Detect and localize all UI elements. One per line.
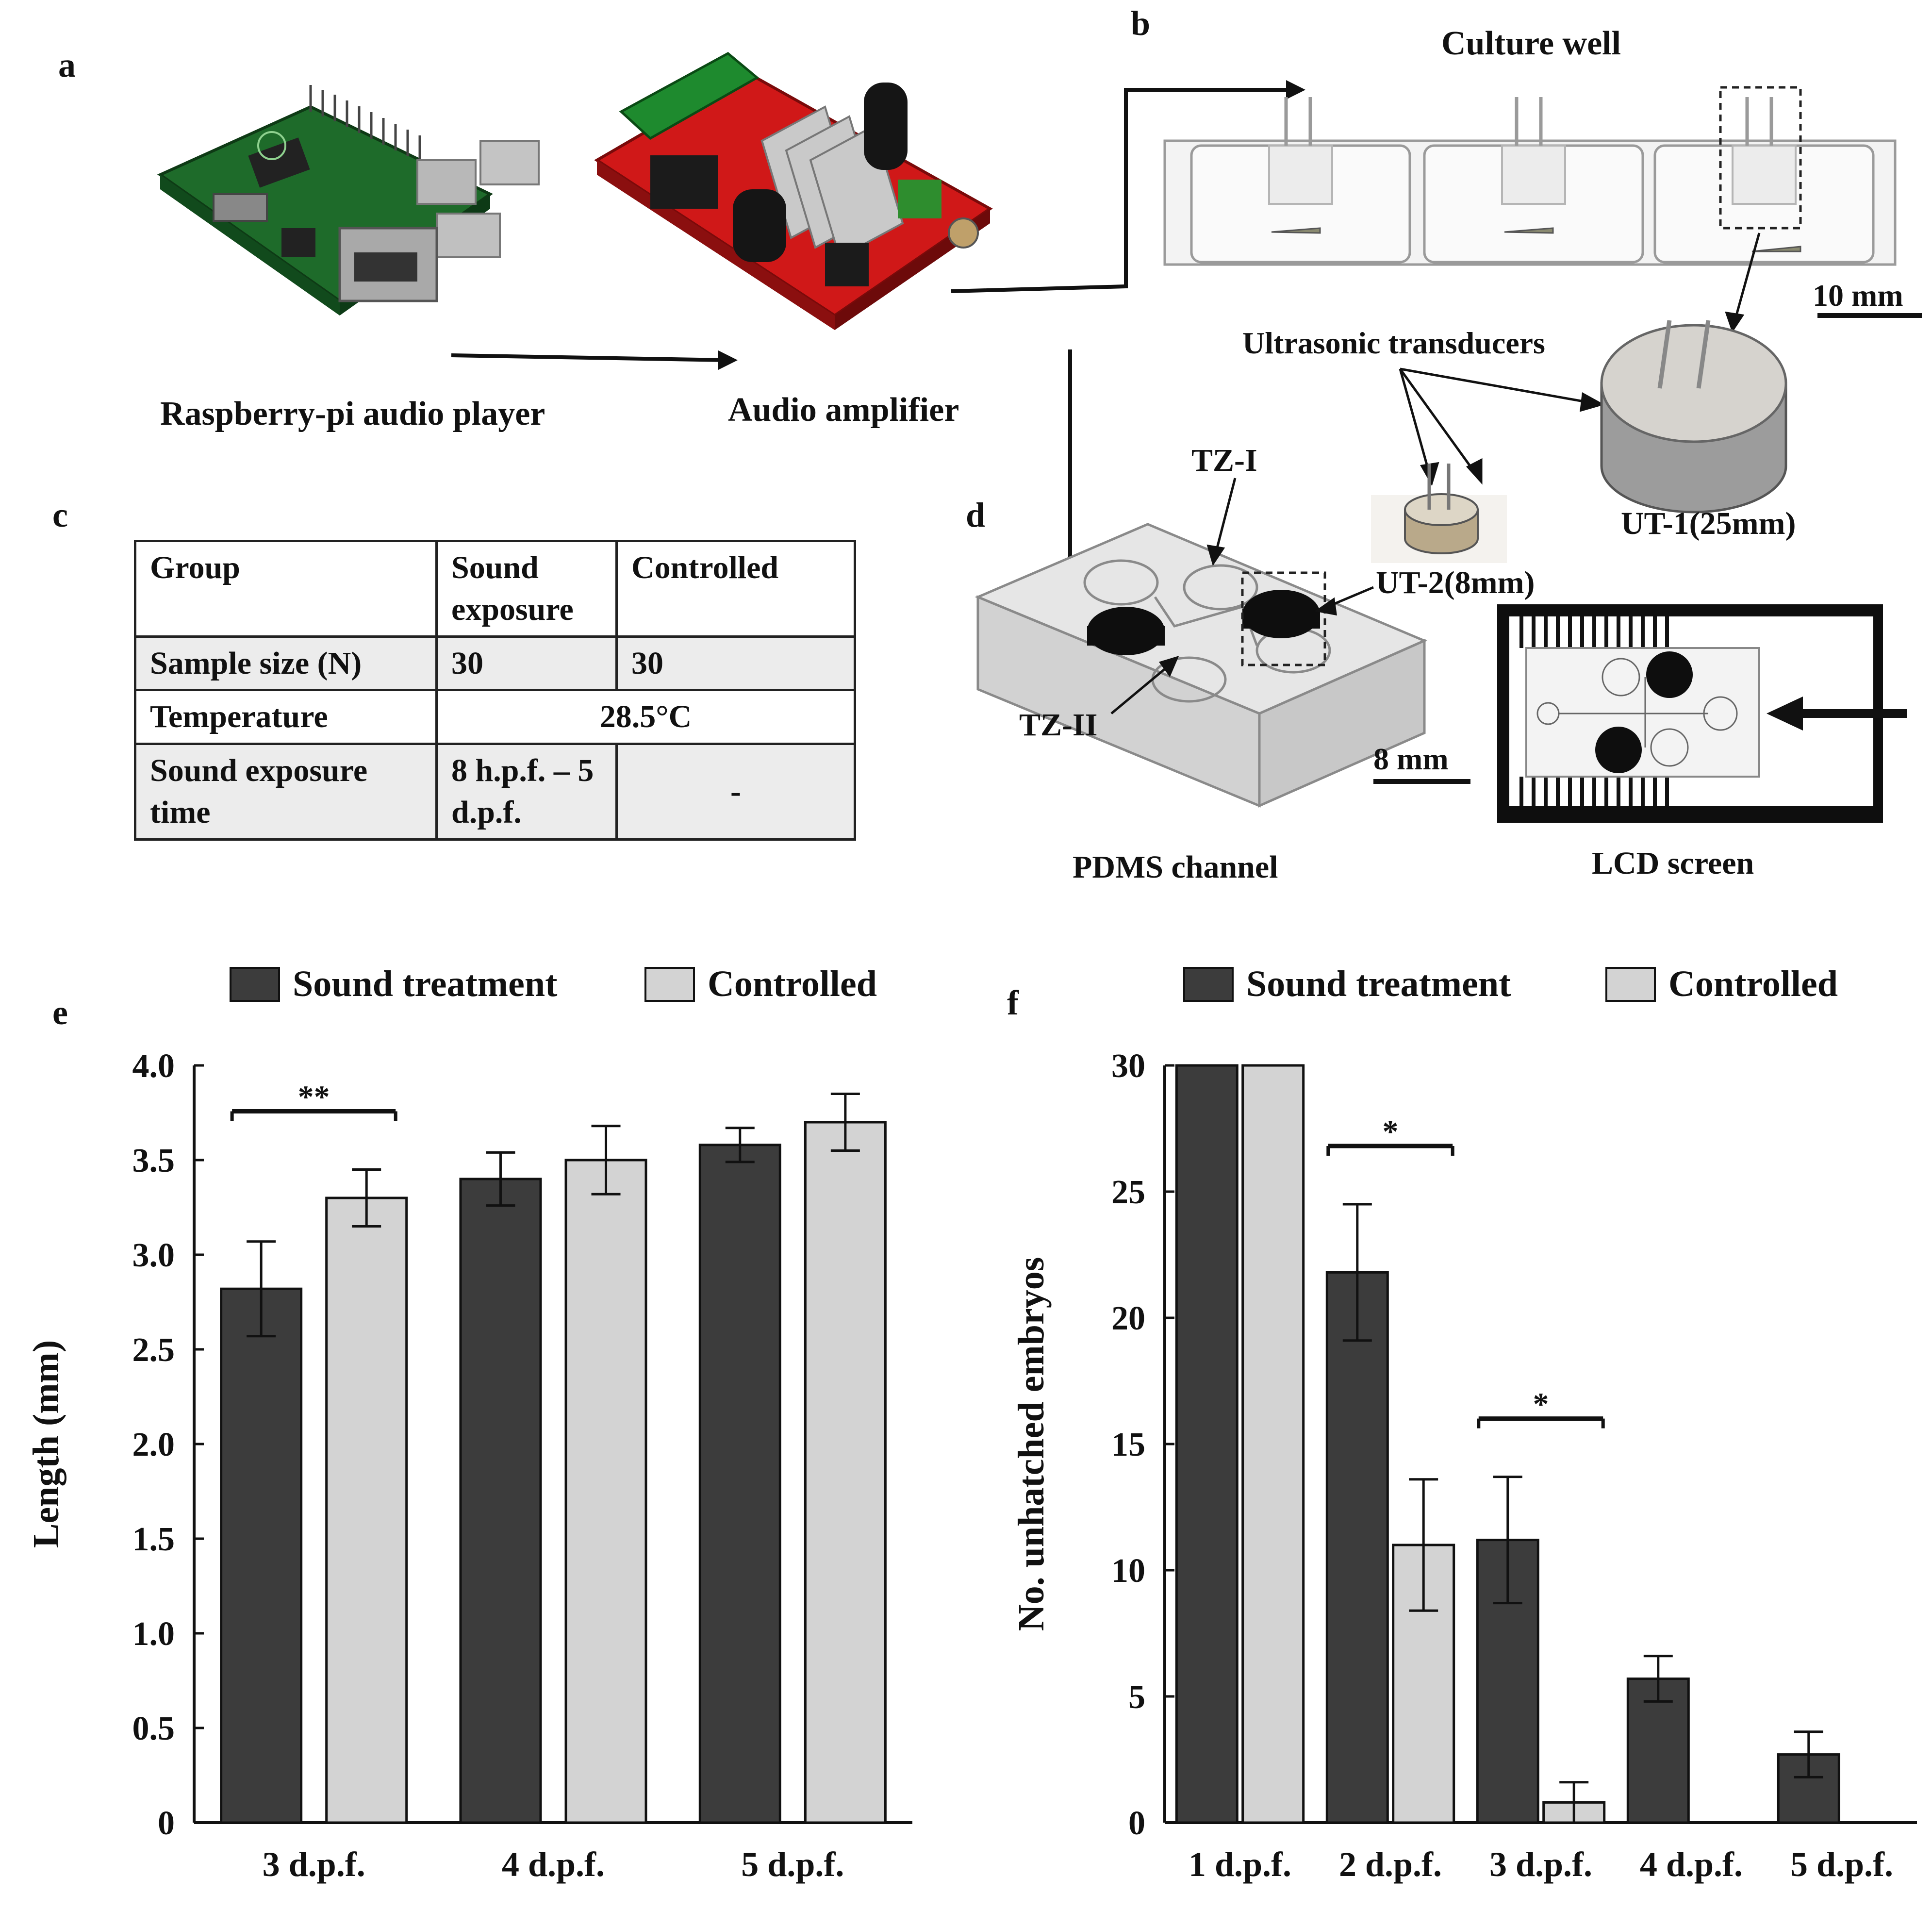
audio-amplifier-illustration xyxy=(594,51,993,330)
legend-swatch xyxy=(644,967,695,1002)
table-cell-label: Temperature xyxy=(134,689,438,746)
table-cell-label: Sound exposure time xyxy=(134,743,438,841)
scale-bar-8mm: 8 mm xyxy=(1373,742,1470,784)
ut2-transducer xyxy=(1371,464,1507,563)
bar xyxy=(698,1144,781,1824)
bar xyxy=(804,1121,887,1824)
y-tick-label: 10 xyxy=(1111,1552,1145,1590)
bar xyxy=(1325,1271,1389,1824)
table-cell-control: 30 xyxy=(615,635,856,692)
significance-label: * xyxy=(1383,1114,1399,1149)
scale-bar-10mm-label: 10 mm xyxy=(1813,278,1903,313)
x-tick-label: 1 d.p.f. xyxy=(1189,1845,1291,1884)
scale-bar-10mm: 10 mm xyxy=(1813,278,1922,318)
culture-well-plate xyxy=(1163,86,1897,266)
ut2-label: UT-2(8mm) xyxy=(1376,565,1535,600)
significance-label: ** xyxy=(298,1080,330,1115)
table-cell-sound: 30 xyxy=(435,635,618,692)
y-tick-label: 0.5 xyxy=(132,1710,175,1747)
legend-label: Controlled xyxy=(1668,963,1838,1004)
x-tick-label: 5 d.p.f. xyxy=(1790,1845,1893,1884)
culture-well-label: Culture well xyxy=(1441,25,1621,62)
table-cell-sound: 8 h.p.f. – 5 d.p.f. xyxy=(435,743,618,841)
y-tick-label: 1.0 xyxy=(132,1615,175,1653)
table-header-sound: Sound exposure xyxy=(435,540,618,638)
y-tick-label: 30 xyxy=(1111,1047,1145,1085)
group-table: Group Sound exposure Controlled Sample s… xyxy=(134,540,856,841)
lcd-screen-label: LCD screen xyxy=(1592,846,1754,881)
y-tick-label: 1.5 xyxy=(132,1521,175,1558)
table-row: Temperature 28.5°C xyxy=(134,689,856,746)
tz1-label: TZ-I xyxy=(1191,443,1257,478)
panel-label-e: e xyxy=(52,993,68,1032)
legend-swatch xyxy=(230,967,280,1002)
significance-label: * xyxy=(1533,1387,1549,1422)
table-header-group: Group xyxy=(134,540,438,638)
x-tick-label: 4 d.p.f. xyxy=(1640,1845,1743,1884)
legend-label: Sound treatment xyxy=(1246,963,1511,1004)
pi-to-amp-arrow xyxy=(451,350,738,370)
panel-label-d: d xyxy=(966,496,985,534)
table-row: Sound exposure time 8 h.p.f. – 5 d.p.f. … xyxy=(134,743,856,841)
bar xyxy=(459,1178,542,1824)
chart-e-length: Sound treatment Controlled 0 0.5 1.0 1.5 2.0 2.… xyxy=(26,963,912,1884)
chart-f-unhatched: Sound treatment Controlled 0 5 10 15 20 25 30No.… xyxy=(1011,963,1917,1884)
y-tick-label: 3.5 xyxy=(132,1142,175,1179)
x-tick-label: 3 d.p.f. xyxy=(1489,1845,1592,1884)
pdms-channel-label: PDMS channel xyxy=(1073,849,1278,885)
table-header-controlled: Controlled xyxy=(615,540,856,638)
lcd-pointer-arrow xyxy=(1767,697,1907,731)
y-axis-label: Length (mm) xyxy=(26,1340,66,1548)
amp-to-well-arrow xyxy=(951,80,1305,293)
panel-label-a: a xyxy=(58,46,76,84)
x-tick-label: 3 d.p.f. xyxy=(263,1845,365,1884)
x-tick-label: 5 d.p.f. xyxy=(741,1845,844,1884)
x-tick-label: 4 d.p.f. xyxy=(502,1845,605,1884)
ultrasonic-transducers-label: Ultrasonic transducers xyxy=(1242,326,1545,360)
y-tick-label: 2.5 xyxy=(132,1331,175,1369)
bar xyxy=(1241,1064,1305,1824)
y-tick-label: 3.0 xyxy=(132,1237,175,1274)
raspberry-pi-illustration xyxy=(157,85,540,316)
ut1-label: UT-1(25mm) xyxy=(1621,506,1796,541)
legend-swatch xyxy=(1605,967,1656,1002)
pdms-channel-illustration xyxy=(974,523,1428,808)
panel-label-c: c xyxy=(52,496,68,534)
bar xyxy=(1175,1064,1238,1824)
y-tick-label: 4.0 xyxy=(132,1047,175,1085)
channel-pointer-arrows xyxy=(1110,478,1374,714)
table-row: Sample size (N) 30 30 xyxy=(134,635,856,692)
y-tick-label: 15 xyxy=(1111,1426,1145,1463)
tz2-label: TZ-II xyxy=(1019,707,1097,743)
bar xyxy=(220,1287,303,1824)
y-tick-label: 0 xyxy=(158,1805,175,1842)
legend-label: Sound treatment xyxy=(293,963,557,1004)
panel-label-b: b xyxy=(1131,4,1150,43)
x-tick-label: 2 d.p.f. xyxy=(1339,1845,1442,1884)
y-tick-label: 0 xyxy=(1128,1805,1145,1842)
panel-label-f: f xyxy=(1007,983,1019,1022)
legend-swatch xyxy=(1183,967,1234,1002)
bar xyxy=(564,1159,647,1824)
y-tick-label: 2.0 xyxy=(132,1426,175,1463)
y-axis-label: No. unhatched embryos xyxy=(1011,1257,1052,1631)
table-cell-label: Sample size (N) xyxy=(134,635,438,692)
y-tick-label: 20 xyxy=(1111,1300,1145,1337)
y-tick-label: 5 xyxy=(1128,1678,1145,1716)
raspberry-pi-label: Raspberry-pi audio player xyxy=(160,395,545,432)
table-cell-merged: 28.5°C xyxy=(435,689,856,746)
audio-amplifier-label: Audio amplifier xyxy=(728,391,959,429)
scale-bar-8mm-label: 8 mm xyxy=(1373,742,1449,776)
bar xyxy=(325,1196,408,1824)
y-tick-label: 25 xyxy=(1111,1174,1145,1211)
legend-label: Controlled xyxy=(708,963,877,1004)
table-cell-control: - xyxy=(615,743,856,841)
ut1-transducer xyxy=(1600,320,1787,514)
